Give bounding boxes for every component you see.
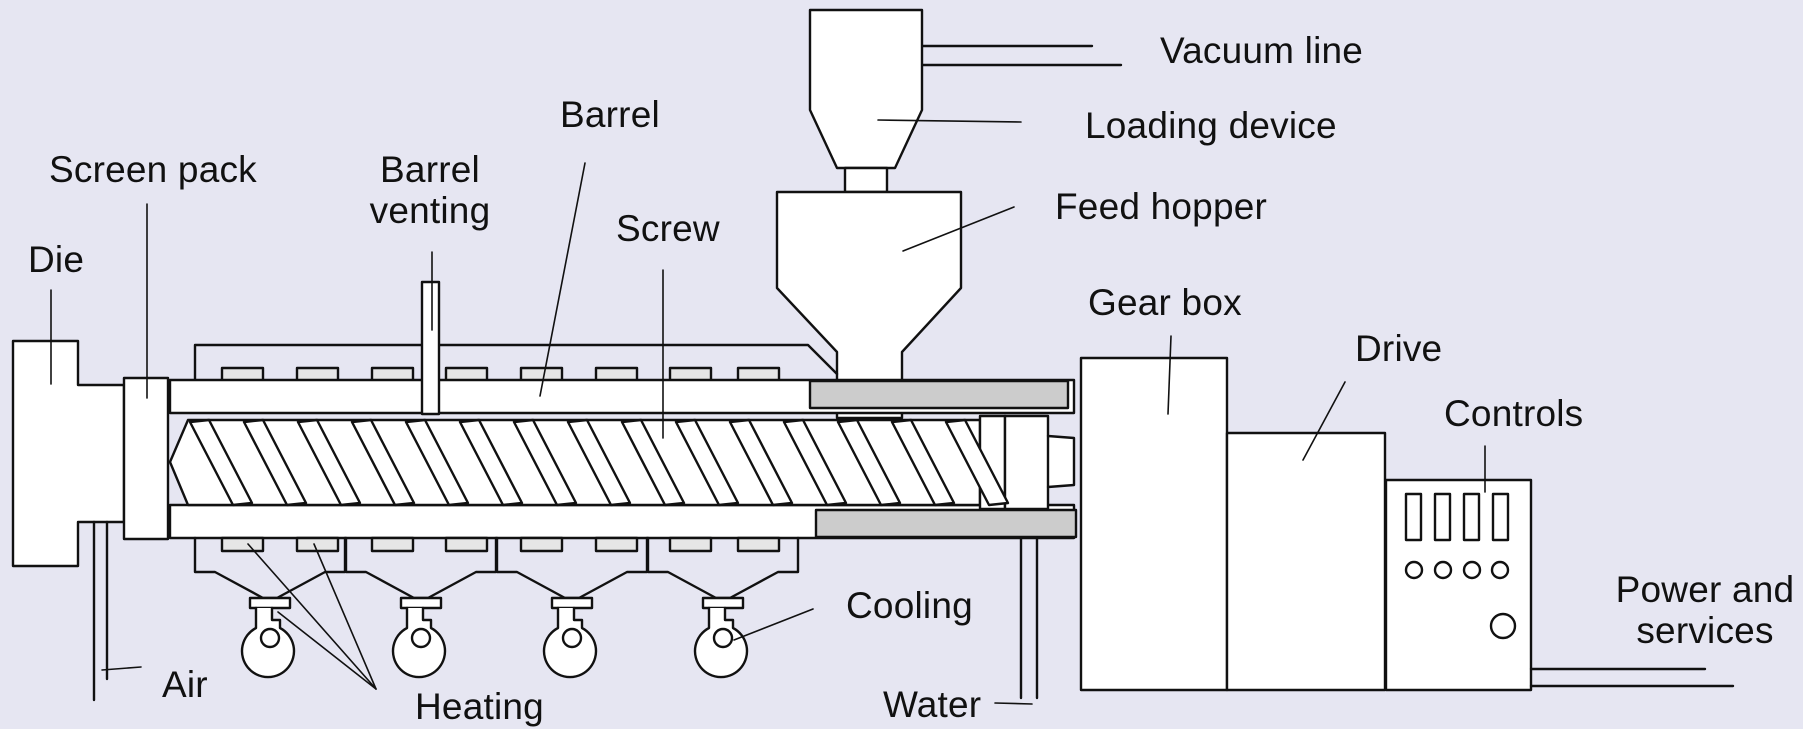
- barrel-top-frame: [193, 343, 839, 382]
- barrel: [168, 378, 1078, 540]
- cooling-fan-mount: [248, 596, 292, 610]
- screw-label: Screw: [616, 208, 720, 249]
- cooling-fan-mount: [701, 596, 745, 610]
- power-services-cables: [1529, 667, 1735, 688]
- gear-box: [1079, 356, 1229, 692]
- cooling-fan-mount: [550, 596, 594, 610]
- cooling-fan-hub: [561, 627, 583, 649]
- heating-label: Heating: [415, 686, 544, 727]
- screw-flight: [512, 418, 578, 507]
- loading-device: [808, 8, 924, 194]
- screw-flight: [674, 418, 740, 507]
- screw-flight: [296, 418, 362, 507]
- drive-label: Drive: [1355, 328, 1443, 369]
- vacuum-line-pipes: [920, 44, 1123, 67]
- screw-flight: [620, 418, 686, 507]
- controls-label: Controls: [1444, 393, 1584, 434]
- barrel-venting-tube: [420, 280, 441, 416]
- loading-device-label: Loading device: [1085, 105, 1337, 146]
- controls-meter: [1491, 492, 1510, 542]
- controls-knob: [1404, 560, 1424, 580]
- cooling-fan-units: [193, 536, 800, 679]
- screw-flight: [836, 418, 902, 507]
- screen-pack: [122, 376, 170, 541]
- cooling-fan-hub: [259, 627, 281, 649]
- screw-flight: [404, 418, 470, 507]
- vacuum-line-label: Vacuum line: [1160, 30, 1364, 71]
- die-label: Die: [28, 239, 85, 280]
- gear-box-label: Gear box: [1088, 282, 1242, 323]
- controls-meter: [1404, 492, 1423, 542]
- air-label: Air: [162, 664, 208, 705]
- screw-flight: [458, 418, 524, 507]
- screw-flight: [242, 418, 308, 507]
- controls-main-switch: [1489, 612, 1517, 640]
- feed-hopper-label: Feed hopper: [1055, 186, 1268, 227]
- drive: [1225, 431, 1387, 692]
- barrel-label: Barrel: [560, 94, 660, 135]
- barrel-venting-label-line2: venting: [369, 190, 491, 231]
- leader-lines: [50, 119, 1486, 705]
- water-pipe: [1019, 536, 1039, 700]
- power-services-label-line2: services: [1636, 610, 1774, 651]
- barrel-venting-label-line1: Barrel: [380, 149, 480, 190]
- controls-knob: [1462, 560, 1482, 580]
- cooling-fan-hub: [712, 627, 734, 649]
- power-services-label: Power and services: [1610, 569, 1800, 651]
- screw-flight: [566, 418, 632, 507]
- controls-knob: [1433, 560, 1453, 580]
- cooling-fan-hub: [410, 627, 432, 649]
- cooling-label: Cooling: [846, 585, 973, 626]
- screw-flights: [188, 418, 1010, 507]
- air-pipes: [92, 520, 109, 702]
- top-heater-bands: [220, 366, 781, 383]
- screw-flight: [350, 418, 416, 507]
- screw-flight: [728, 418, 794, 507]
- cooling-fan-mount: [399, 596, 443, 610]
- screw-flight: [890, 418, 956, 507]
- power-services-label-line1: Power and: [1615, 569, 1795, 610]
- controls-meter: [1462, 492, 1481, 542]
- screen-pack-label: Screen pack: [49, 149, 257, 190]
- barrel-venting-label: Barrel venting: [365, 149, 495, 231]
- controls-cabinet: [1384, 478, 1533, 692]
- feed-hopper: [775, 190, 963, 420]
- screw-flight: [944, 418, 1010, 507]
- screw-flight: [188, 418, 254, 507]
- controls-meter: [1433, 492, 1452, 542]
- controls-knob: [1490, 560, 1510, 580]
- water-label: Water: [883, 684, 982, 725]
- screw-flight: [782, 418, 848, 507]
- bottom-heater-bands: [220, 536, 781, 553]
